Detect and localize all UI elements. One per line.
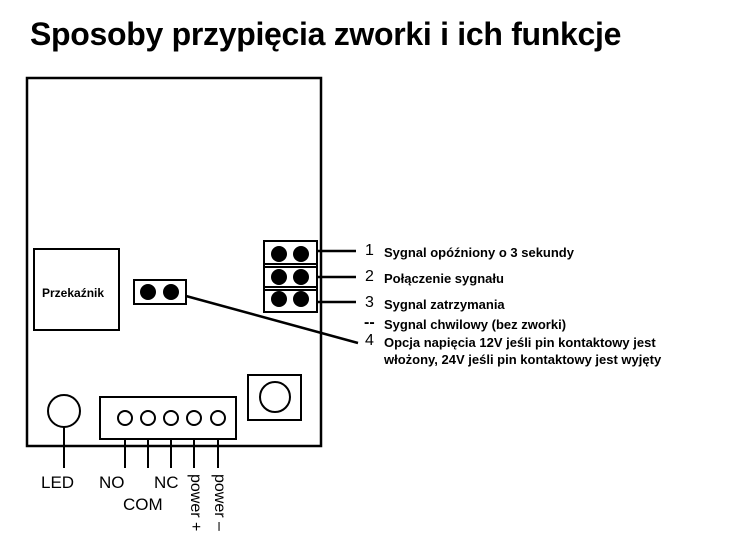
- terminal-label-nc: NC: [154, 473, 179, 492]
- jumper-3-pin-1: [271, 291, 287, 307]
- terminal-label-no: NO: [99, 473, 125, 492]
- jumper-3-box: [263, 286, 318, 313]
- terminal-label-led: LED: [41, 473, 75, 492]
- jumper-1-box: [263, 240, 318, 268]
- jumper-2-pin-1: [271, 269, 287, 285]
- jumper-4-pin-2: [163, 284, 179, 300]
- jumper-1-pin-2: [293, 246, 309, 262]
- option-4-text-line2: włożony, 24V jeśli pin kontaktowy jest w…: [384, 352, 662, 367]
- led-icon: [47, 394, 81, 428]
- jumper-4-box: [133, 279, 187, 305]
- button-housing: [247, 374, 302, 421]
- leader-line-4: [185, 294, 359, 345]
- option-none-number: --: [364, 314, 375, 331]
- terminal-label-power-minus: power –: [211, 474, 228, 531]
- option-4-number: 4: [365, 332, 374, 349]
- diagram-title: Sposoby przypięcia zworki i ich funkcje: [30, 16, 622, 52]
- terminal-label-power-plus: power +: [187, 474, 204, 532]
- option-2-number: 2: [365, 268, 374, 285]
- relay-box: [33, 248, 120, 331]
- jumper-1-pin-1: [271, 246, 287, 262]
- relay-label: Przekaźnik: [42, 286, 105, 300]
- jumper-3-pin-2: [293, 291, 309, 307]
- terminal-label-com: COM: [123, 495, 163, 514]
- terminal-screw-power-plus: [186, 410, 202, 426]
- terminal-block: [99, 396, 237, 440]
- terminal-screw-power-minus: [210, 410, 226, 426]
- terminal-screw-com: [140, 410, 156, 426]
- option-1-text: Sygnal opóźniony o 3 sekundy: [384, 245, 574, 260]
- option-3-number: 3: [365, 294, 374, 311]
- terminal-screw-no: [117, 410, 133, 426]
- jumper-2-pin-2: [293, 269, 309, 285]
- jumper-4-pin-1: [140, 284, 156, 300]
- option-2-text: Połączenie sygnału: [384, 271, 504, 286]
- option-4-text-line1: Opcja napięcia 12V jeśli pin kontaktowy …: [384, 335, 656, 350]
- option-1-number: 1: [365, 242, 374, 259]
- option-3-text: Sygnal zatrzymania: [384, 297, 505, 312]
- terminal-screw-nc: [163, 410, 179, 426]
- board-outline: [25, 76, 323, 448]
- option-none-text: Sygnal chwilowy (bez zworki): [384, 317, 567, 332]
- button-icon: [259, 381, 291, 413]
